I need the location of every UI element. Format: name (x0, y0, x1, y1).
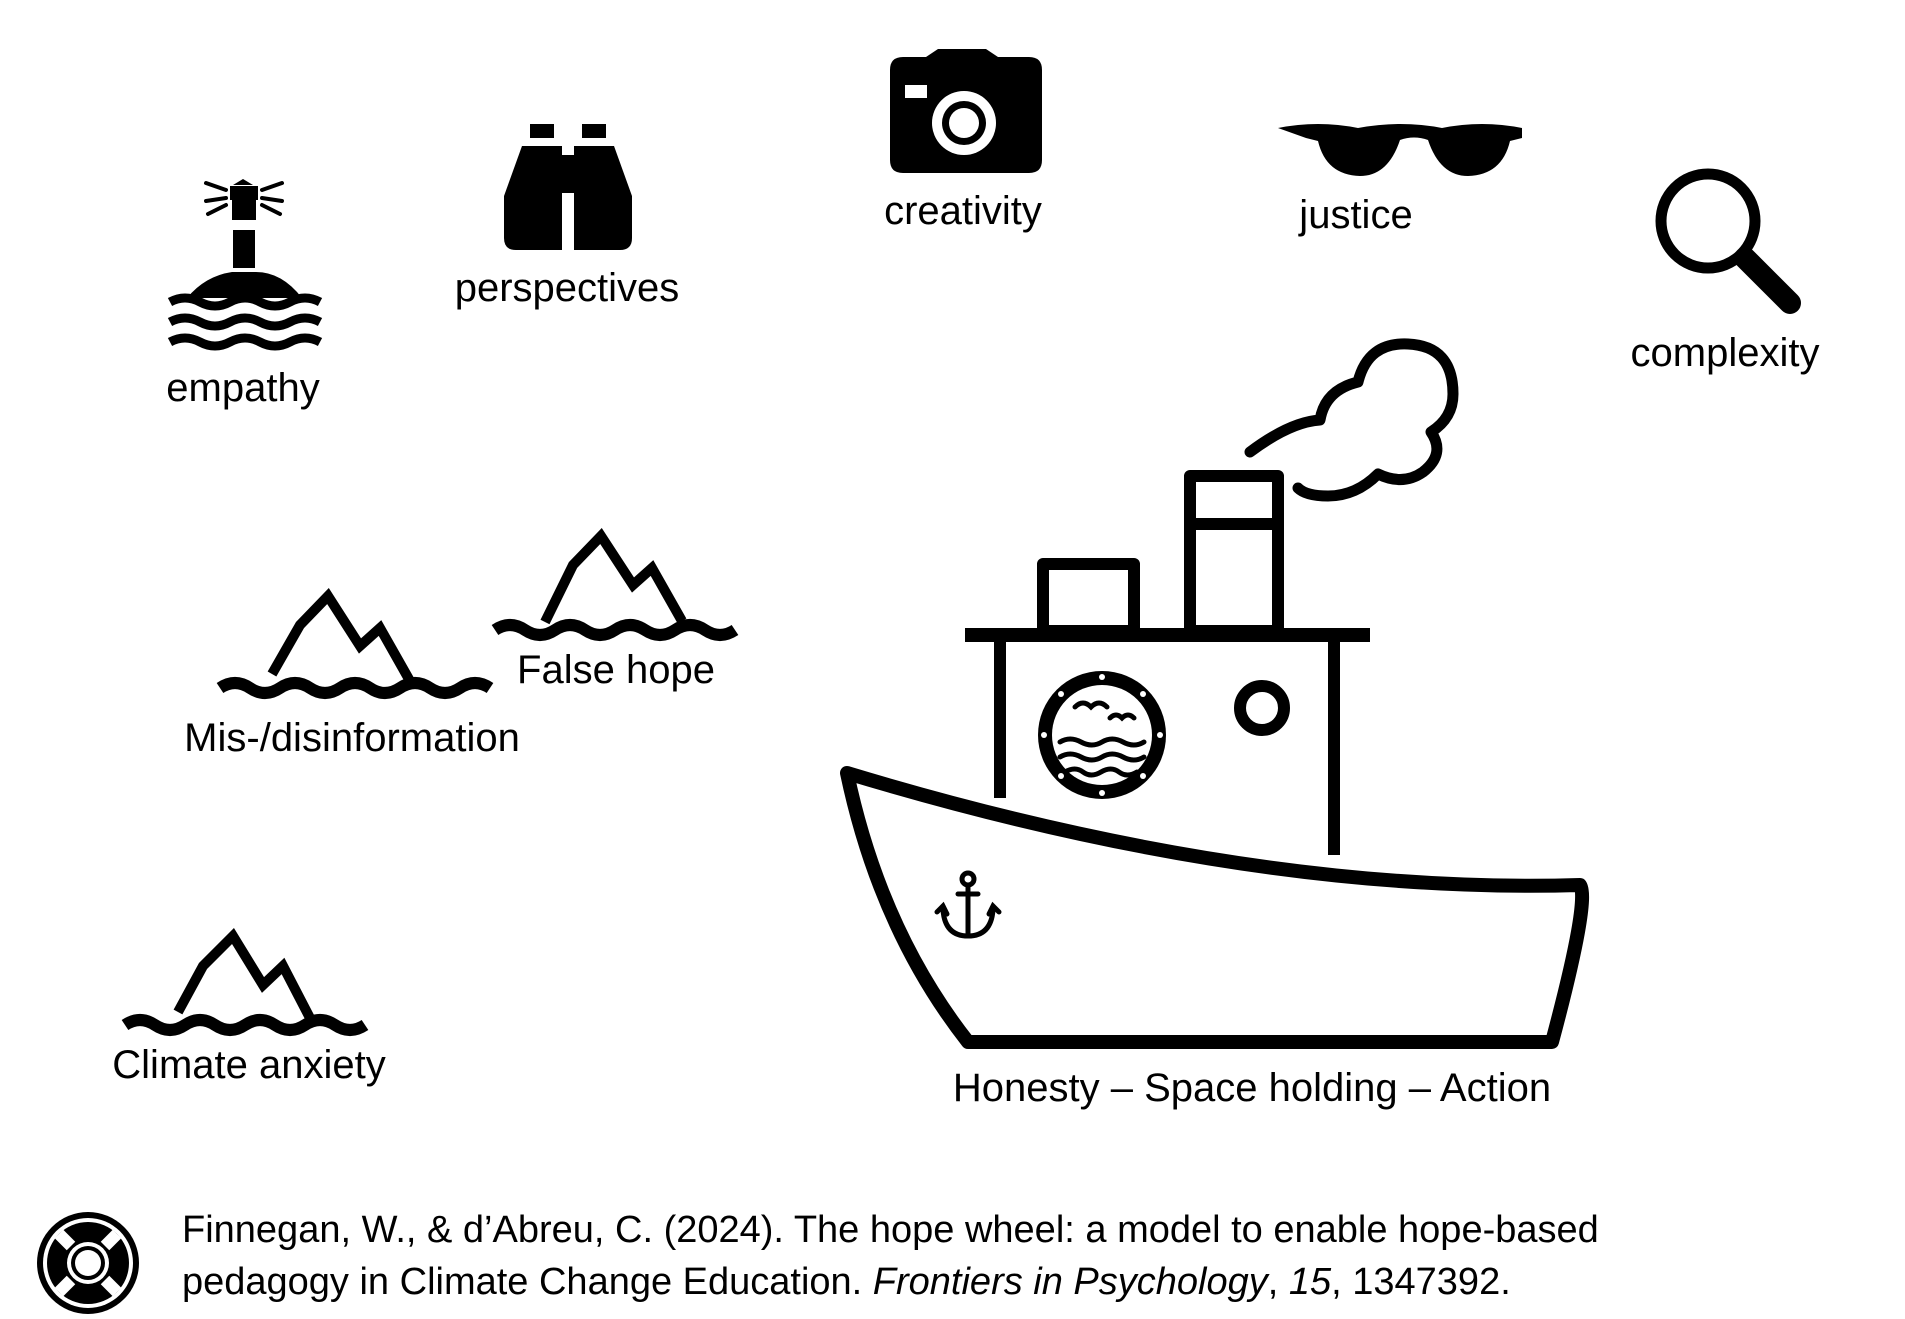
citation-line-2: pedagogy in Climate Change Education. Fr… (182, 1260, 1511, 1306)
creativity-label: creativity (884, 189, 1042, 233)
citation-journal: Frontiers in Psychology (872, 1261, 1268, 1303)
porthole-icon (1038, 671, 1166, 799)
citation-separator: , (1267, 1261, 1289, 1303)
citation-line-1: Finnegan, W., & d’Abreu, C. (2024). The … (182, 1208, 1599, 1254)
citation-separator: , (1331, 1261, 1353, 1303)
binoculars-icon (504, 124, 632, 250)
justice-label: justice (1299, 193, 1413, 237)
boat-label: Honesty – Space holding – Action (952, 1066, 1552, 1110)
citation-authors: Finnegan, W., & d’Abreu, C. (2024). The … (182, 1209, 1599, 1251)
iceberg-icon (121, 927, 369, 1036)
lifebuoy-icon (37, 1212, 139, 1314)
misinformation-label: Mis-/disinformation (184, 716, 520, 760)
citation-volume: 15 (1288, 1261, 1332, 1303)
iceberg-icon (216, 587, 494, 699)
empathy-label: empathy (166, 366, 320, 410)
iceberg-icon (491, 528, 739, 641)
ship-icon (840, 338, 1590, 1049)
anchor-icon (934, 870, 1002, 939)
false-hope-label: False hope (517, 648, 715, 692)
citation-text: pedagogy in Climate Change Education. (182, 1261, 873, 1303)
magnifier-icon (1655, 168, 1801, 314)
camera-icon (890, 49, 1042, 173)
perspectives-label: perspectives (454, 266, 680, 310)
lighthouse-icon (167, 179, 323, 351)
complexity-label: complexity (1630, 331, 1820, 375)
sunglasses-icon (1278, 124, 1522, 176)
citation-article: 1347392. (1352, 1261, 1511, 1303)
climate-anxiety-label: Climate anxiety (112, 1043, 386, 1087)
